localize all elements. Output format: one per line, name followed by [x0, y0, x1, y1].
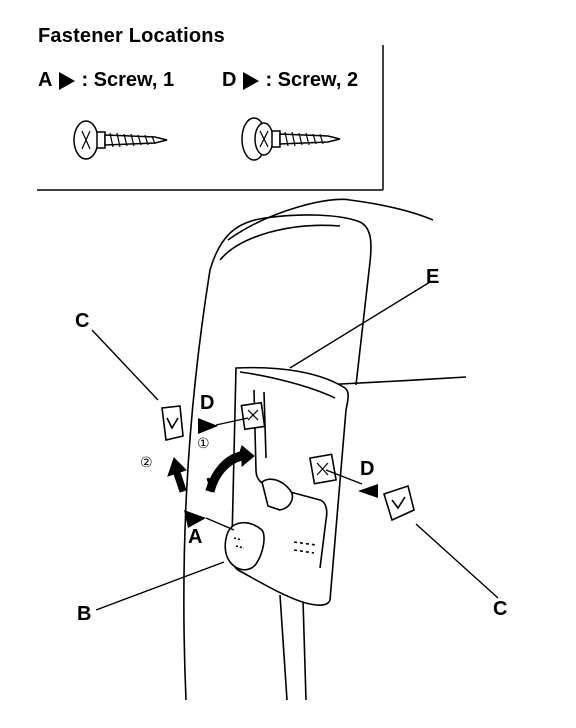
clip-c-right	[383, 484, 415, 522]
legend-box	[37, 45, 384, 191]
pointer-triangle-icon	[198, 418, 218, 434]
leader-lines	[91, 281, 499, 611]
legend-label-d: : Screw, 2	[265, 69, 359, 91]
step-one-label: ①	[197, 436, 210, 452]
rotate-arrow-icon	[205, 445, 255, 493]
pointer-triangle-icon	[358, 484, 378, 498]
callout-d-left: D	[200, 392, 215, 414]
motion-arrows	[167, 445, 255, 493]
pointer-triangles	[184, 418, 378, 528]
page-title: Fastener Locations	[38, 25, 225, 47]
legend-letter-a: A	[38, 69, 53, 91]
callout-a: A	[188, 526, 203, 548]
callout-b: B	[77, 603, 92, 625]
body-panel-outline	[183, 198, 467, 701]
pointer-triangle-icon	[243, 71, 260, 90]
callout-d-right: D	[360, 458, 375, 480]
clip-c-left	[161, 405, 184, 441]
legend-label-a: : Screw, 1	[81, 69, 175, 91]
callout-e: E	[426, 266, 440, 288]
pointer-triangle-icon	[184, 510, 206, 528]
pointer-triangle-icon	[59, 71, 76, 90]
legend-screw-a: A : Screw, 1	[38, 69, 174, 92]
part-b-cover	[224, 521, 265, 571]
legend-letter-d: D	[222, 69, 237, 91]
pull-arrow-icon	[167, 457, 187, 493]
screw-a-icon	[73, 120, 168, 160]
step-two-label: ②	[140, 455, 153, 471]
callout-c-right: C	[493, 598, 508, 620]
legend-screw-d: D : Screw, 2	[222, 69, 358, 92]
screw-d-icon	[241, 117, 341, 161]
callout-c-left: C	[75, 310, 90, 332]
